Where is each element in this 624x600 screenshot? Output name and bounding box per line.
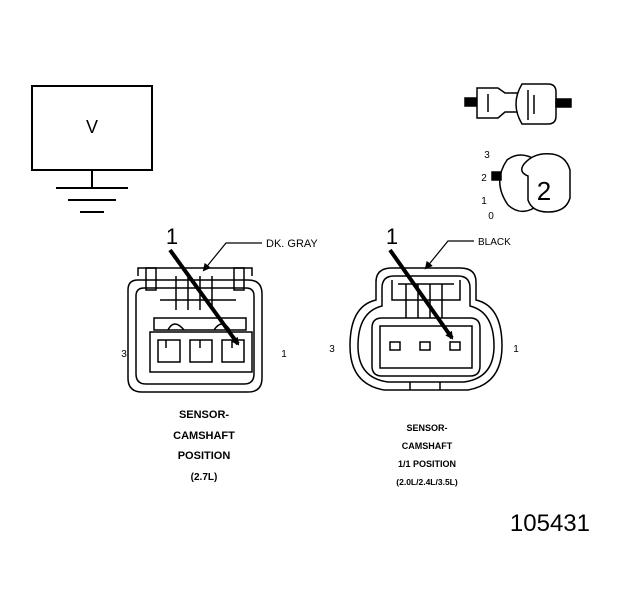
figure-number: 105431 [510, 510, 590, 537]
scale-label: 1 [481, 196, 487, 207]
right-color-label: BLACK [478, 237, 511, 248]
inset-callout: 2 [537, 176, 551, 206]
left-callout: 1 [166, 224, 178, 249]
left-caption-line: CAMSHAFT [173, 430, 235, 442]
left-color-leader [202, 242, 262, 272]
probe-connector-icon [464, 83, 572, 125]
selector-knob-icon [491, 152, 571, 213]
voltmeter-label: V [86, 117, 98, 137]
scale-label: 2 [481, 173, 487, 184]
left-connector: 1 DK. GRAY 3 1 SENSOR- CAMSHAFT POSITION… [121, 224, 318, 483]
inset-illustration: 2 3 2 1 0 [464, 83, 572, 222]
left-connector-body [127, 267, 263, 393]
right-connector-body [349, 267, 503, 391]
left-color-label: DK. GRAY [266, 238, 318, 250]
right-callout: 1 [386, 224, 398, 249]
right-pin-3-label: 3 [329, 344, 335, 355]
right-connector: 1 BLACK 3 1 SENSOR- CAMSHAFT 1/1 POSITIO… [329, 224, 519, 487]
left-caption-line: POSITION [178, 450, 231, 462]
left-callout-arrow [168, 248, 240, 346]
right-caption-line: (2.0L/2.4L/3.5L) [396, 477, 458, 487]
left-pin-3-label: 3 [121, 349, 127, 360]
right-callout-arrow [388, 248, 454, 340]
left-pin-1-label: 1 [281, 349, 287, 360]
ground-icon [56, 170, 128, 213]
left-caption-line: (2.7L) [191, 472, 218, 483]
right-caption-line: CAMSHAFT [402, 441, 453, 451]
right-caption-line: 1/1 POSITION [398, 459, 456, 469]
voltmeter: V [31, 85, 153, 213]
right-caption-line: SENSOR- [406, 423, 447, 433]
right-pin-1-label: 1 [513, 344, 519, 355]
right-color-leader [424, 240, 474, 270]
left-caption-line: SENSOR- [179, 409, 229, 421]
scale-label: 0 [488, 211, 494, 222]
scale-label: 3 [484, 150, 490, 161]
